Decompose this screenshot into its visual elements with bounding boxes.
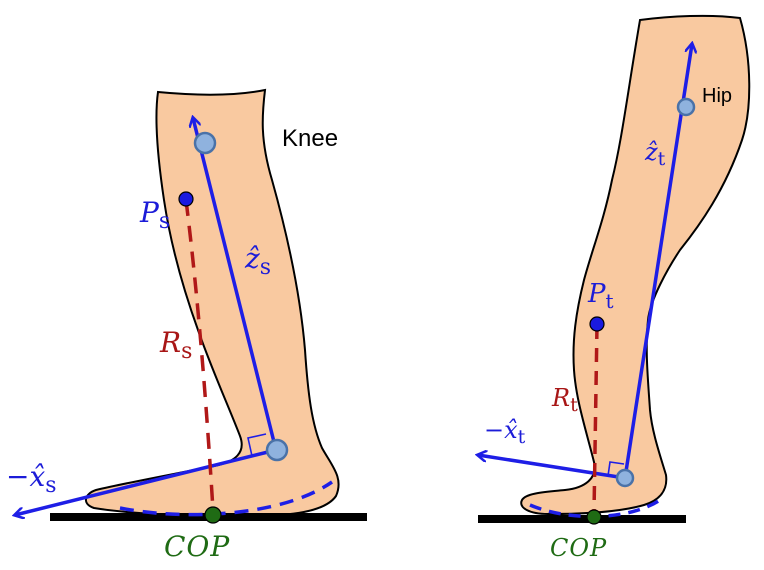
right-z-axis-line [623,44,692,479]
left-right-angle-marker [247,433,267,457]
right-lever-label: Rt [551,384,578,416]
right-cop-label: COP [550,534,607,562]
left-x-axis-line [15,448,277,515]
right-z-axis-label: ẑt [644,138,666,170]
left-lever-label: Rs [159,326,192,364]
left-com-point [178,191,194,207]
left-cop-point [204,506,222,524]
right-ground-bar [478,515,686,523]
left-cop-label: COP [164,530,230,563]
right-point-label: Pt [587,279,614,313]
left-z-axis-line [193,118,278,451]
left-z-axis-label: ẑs [244,242,271,280]
left-panel: Knee Ps ẑs Rs −x̂s COP [6,88,367,563]
right-leg-silhouette [520,14,751,516]
right-cop-point [586,509,602,525]
right-x-axis-label: −x̂t [484,416,526,448]
right-ankle-joint-marker [615,468,635,488]
right-right-angle-marker [607,461,625,477]
hip-joint-marker [676,97,696,117]
left-x-axis-label: −x̂s [6,460,57,498]
right-com-point [589,316,605,332]
left-shank-foot-silhouette [85,88,340,518]
right-x-axis-line [478,455,626,480]
right-panel: Hip ẑt Pt Rt −x̂t COP [478,14,751,562]
hip-label: Hip [702,85,732,107]
left-ankle-joint-marker [265,438,289,462]
left-point-label: Ps [139,196,170,234]
left-foot-sole-dashed [119,480,333,517]
knee-label: Knee [282,125,338,152]
left-lever-arm-dashed [184,199,215,511]
left-knee-joint-marker [193,131,217,155]
right-lever-arm-dashed [592,324,599,514]
